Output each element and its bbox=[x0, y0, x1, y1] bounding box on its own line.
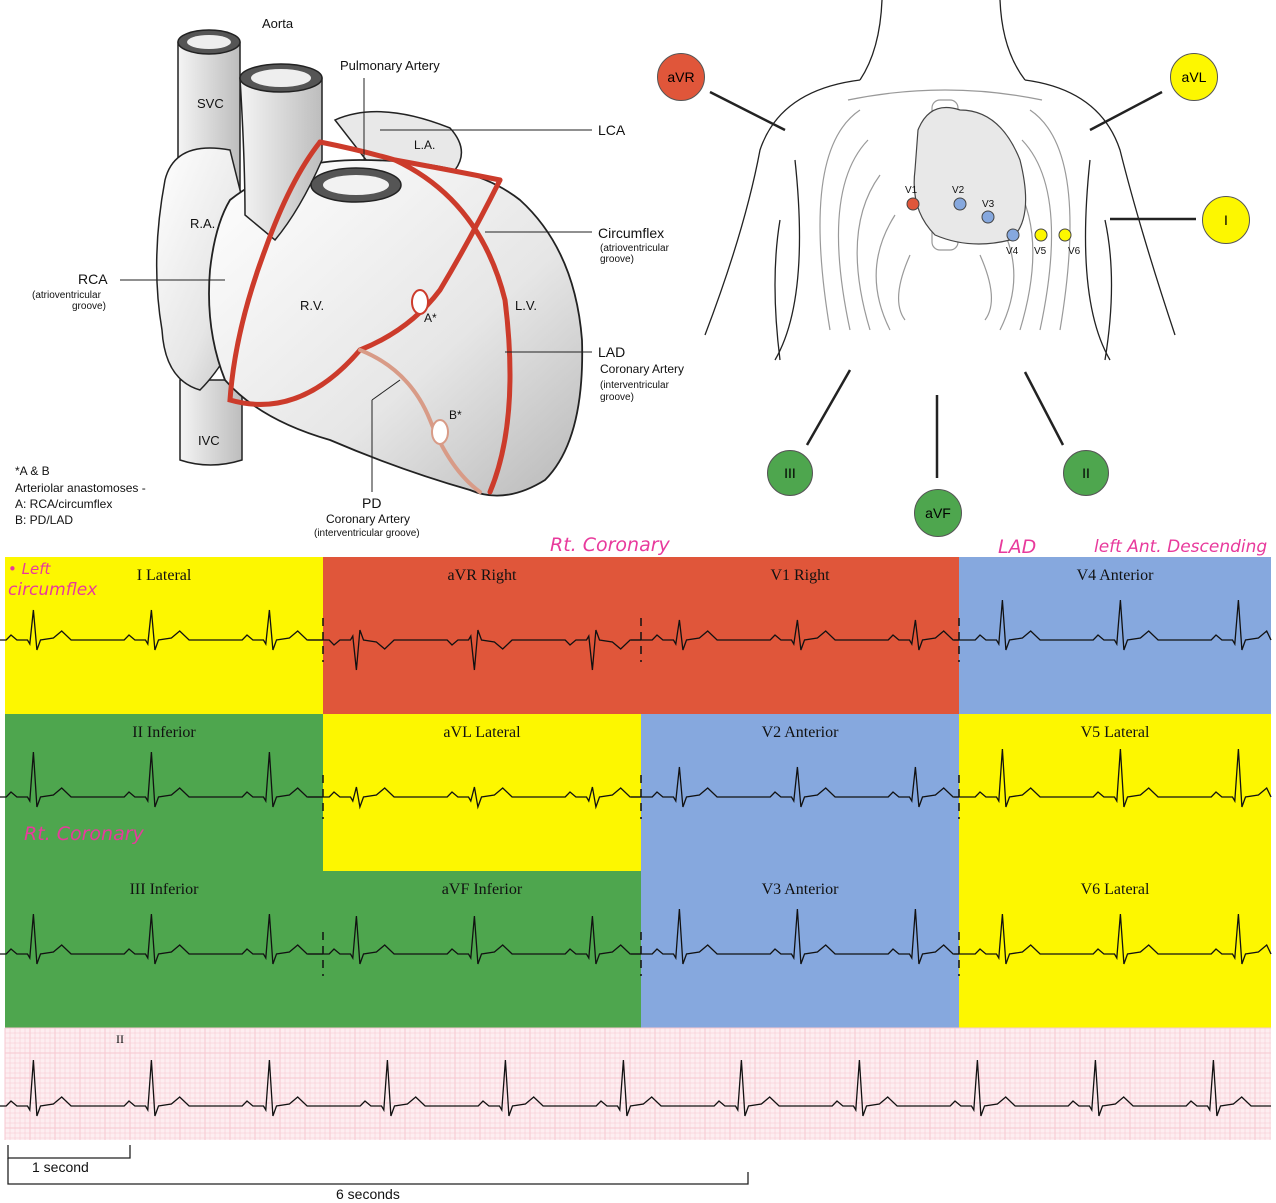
label-ra: R.A. bbox=[190, 216, 216, 231]
ecg-cell-title: V3 Anterior bbox=[761, 881, 839, 898]
label-rca-sub1: (atrioventricular bbox=[32, 290, 101, 301]
lead-ii-electrode: II bbox=[1063, 450, 1109, 496]
lead-iii-electrode: III bbox=[767, 450, 813, 496]
annotation-lad: LAD bbox=[998, 536, 1037, 558]
label-la: L.A. bbox=[414, 138, 436, 152]
ecg-cell-title: III Inferior bbox=[129, 881, 199, 898]
annotation-left-ant-descending: left Ant. Descending bbox=[1094, 537, 1268, 557]
annotation-circumflex: circumflex bbox=[8, 580, 98, 600]
footnote-title: *A & B bbox=[15, 464, 50, 478]
lead-ii-label: II bbox=[1082, 465, 1090, 481]
one-second-label: 1 second bbox=[32, 1159, 89, 1175]
ecg-trace-10 bbox=[631, 908, 959, 965]
lead-iii-label: III bbox=[784, 465, 796, 481]
ecg-cell-avf-inferior: aVF Inferior bbox=[323, 871, 641, 1028]
label-lv: L.V. bbox=[515, 298, 537, 313]
label-aorta: Aorta bbox=[262, 16, 294, 31]
label-b-star: B* bbox=[449, 408, 462, 422]
label-lca: LCA bbox=[598, 122, 626, 138]
lead-v2-label: V2 bbox=[952, 185, 965, 196]
ecg-cell-title: V6 Lateral bbox=[1080, 881, 1150, 898]
label-pd-sub1: Coronary Artery bbox=[326, 512, 411, 526]
label-pd-sub2: (interventricular groove) bbox=[314, 528, 420, 539]
lead-avr-label: aVR bbox=[667, 69, 695, 85]
ecg-cell-title: V4 Anterior bbox=[1076, 567, 1154, 584]
ecg-trace-7 bbox=[954, 748, 1272, 808]
label-pulmonary-artery: Pulmonary Artery bbox=[340, 58, 440, 73]
label-lad-sub0: Coronary Artery bbox=[600, 362, 685, 376]
rhythm-trace bbox=[0, 1059, 1271, 1117]
footnote-line3: B: PD/LAD bbox=[15, 513, 74, 527]
lead-i-label: I bbox=[1224, 212, 1228, 228]
lead-v1-label: V1 bbox=[905, 185, 918, 196]
ecg-trace-4 bbox=[0, 751, 323, 808]
ecg-cell-avl-lateral: aVL Lateral bbox=[323, 714, 641, 871]
label-lad-sub1: (interventricular bbox=[600, 380, 669, 391]
label-ivc: IVC bbox=[198, 433, 220, 448]
footnote-line1: Arteriolar anastomoses - bbox=[15, 481, 146, 495]
ecg-trace-3 bbox=[954, 599, 1272, 651]
lead-avf-label: aVF bbox=[925, 505, 951, 521]
label-lad-sub2: groove) bbox=[600, 392, 634, 403]
lead-avf-electrode: aVF bbox=[914, 489, 962, 537]
lead-avl-electrode: aVL bbox=[1170, 53, 1218, 101]
lead-i-electrode: I bbox=[1202, 196, 1250, 244]
ecg-cell-v6-lateral: V6 Lateral bbox=[959, 871, 1271, 1028]
ecg-cell-title: V1 Right bbox=[770, 567, 830, 584]
ecg-cell-iii-inferior: III Inferior bbox=[5, 871, 323, 1028]
ecg-cell-title: aVF Inferior bbox=[441, 881, 523, 898]
footnote-line2: A: RCA/circumflex bbox=[15, 497, 113, 511]
ecg-trace-6 bbox=[631, 766, 959, 808]
ecg-trace-1 bbox=[308, 629, 641, 671]
annotation-rt-coronary-left: Rt. Coronary bbox=[24, 823, 144, 845]
ecg-trace-0 bbox=[0, 609, 323, 651]
rhythm-lead-label: II bbox=[116, 1032, 124, 1046]
ecg-cell-title: V2 Anterior bbox=[761, 724, 839, 741]
ecg-cell-avr-right: aVR Right bbox=[323, 557, 641, 714]
label-circumflex-sub1: (atrioventricular bbox=[600, 243, 669, 254]
lead-v4-label: V4 bbox=[1006, 246, 1019, 257]
lead-v5-label: V5 bbox=[1034, 246, 1047, 257]
label-lad: LAD bbox=[598, 344, 626, 360]
lead-placement-diagram bbox=[704, 0, 1196, 478]
ecg-trace-9 bbox=[308, 915, 641, 965]
ecg-trace-11 bbox=[954, 913, 1272, 965]
lead-v6-label: V6 bbox=[1068, 246, 1081, 257]
heart-anatomy-diagram bbox=[120, 29, 592, 497]
ecg-cell-ii-inferior: II Inferior bbox=[5, 714, 323, 871]
lead-avl-label: aVL bbox=[1181, 69, 1207, 85]
label-circumflex-sub2: groove) bbox=[600, 254, 634, 265]
ecg-cell-title: I Lateral bbox=[136, 567, 192, 584]
label-pd: PD bbox=[362, 495, 382, 511]
ecg-cell-title: aVL Lateral bbox=[443, 724, 521, 741]
annotation-rt-coronary-top: Rt. Coronary bbox=[550, 534, 670, 556]
lead-v3-label: V3 bbox=[982, 199, 995, 210]
label-svc: SVC bbox=[197, 96, 224, 111]
label-rv: R.V. bbox=[300, 298, 325, 313]
ecg-cell-v1-right: V1 Right bbox=[641, 557, 959, 714]
label-circumflex: Circumflex bbox=[598, 225, 665, 241]
ecg-trace-2 bbox=[631, 619, 959, 651]
label-rca-sub2: groove) bbox=[72, 301, 106, 312]
ecg-cell-title: V5 Lateral bbox=[1080, 724, 1150, 741]
ecg-cell-title: II Inferior bbox=[132, 724, 196, 741]
label-rca: RCA bbox=[78, 271, 108, 287]
ecg-cell-v4-anterior: V4 Anterior bbox=[959, 557, 1271, 714]
ecg-trace-8 bbox=[0, 913, 323, 965]
ecg-trace-5 bbox=[308, 786, 641, 810]
ecg-cell-i-lateral: I Lateral bbox=[5, 557, 323, 714]
lead-avr-electrode: aVR bbox=[657, 53, 705, 101]
ecg-cell-v5-lateral: V5 Lateral bbox=[959, 714, 1271, 871]
label-a-star: A* bbox=[424, 311, 437, 325]
annotation-left-1: • Left bbox=[8, 560, 51, 578]
ecg-cell-title: aVR Right bbox=[447, 567, 517, 584]
six-seconds-label: 6 seconds bbox=[336, 1186, 400, 1202]
